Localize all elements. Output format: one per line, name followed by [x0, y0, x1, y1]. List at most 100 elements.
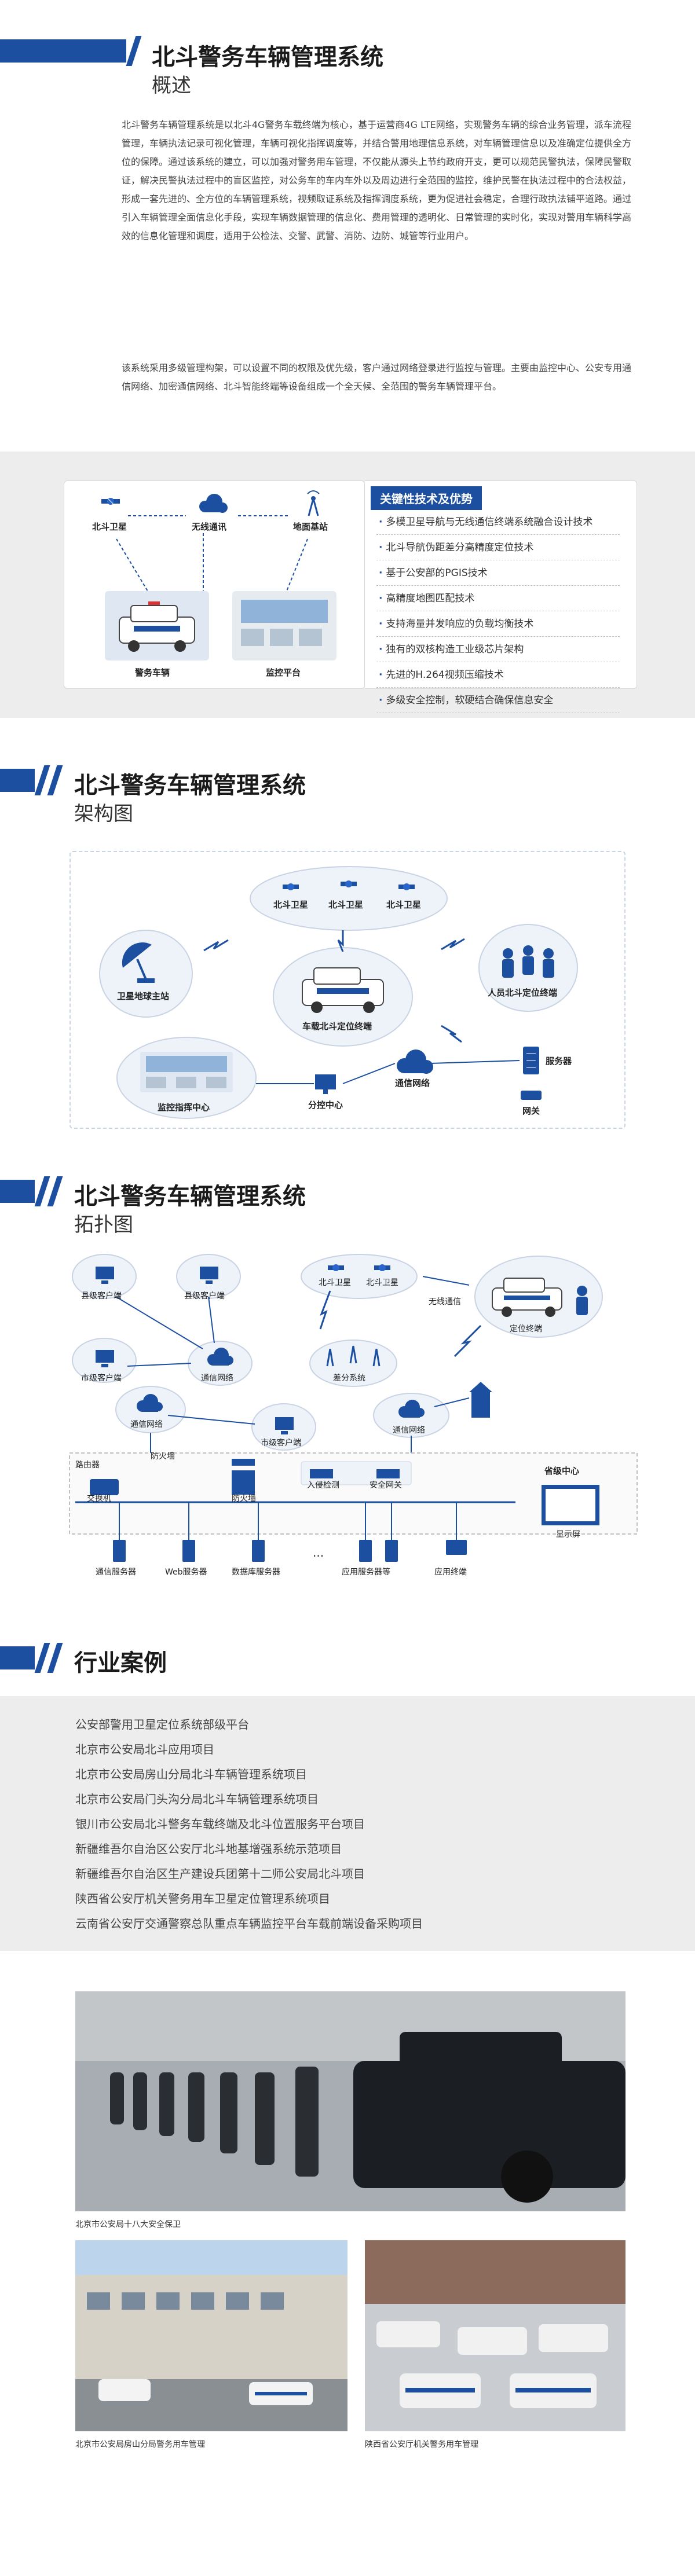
case-item: 北京市公安局门头沟分局北斗车辆管理系统项目 — [75, 1792, 319, 1806]
label-base-station: 地面基站 — [293, 522, 328, 532]
architecture-diagram-svg — [99, 866, 578, 1119]
satellite-icon — [328, 1264, 390, 1271]
police-personnel-icon — [576, 1286, 588, 1315]
overview-header: 北斗警务车辆管理系统 概述 — [0, 35, 695, 104]
police-vehicle-image — [492, 1278, 562, 1317]
case-item: 陕西省公安厅机关警务用车卫星定位管理系统项目 — [75, 1892, 330, 1906]
police-personnel-icon — [502, 945, 554, 978]
diff-tower-icons — [326, 1345, 381, 1367]
cases-header: 行业案例 — [0, 1638, 695, 1685]
label-sub-center: 分控中心 — [308, 1100, 343, 1110]
label-city-client-1: 市级客户端 — [81, 1374, 122, 1383]
label-wireless: 无线通讯 — [192, 522, 227, 532]
cases-list: 公安部警用卫星定位系统部级平台北京市公安局北斗应用项目北京市公安局房山分局北斗车… — [75, 1712, 423, 1936]
cloud-icon — [397, 1050, 433, 1074]
topology-diagram: 县级客户端 县级客户端 市级客户端 通信网络 通信网络 市级客户端 北斗卫星 北… — [64, 1250, 643, 1598]
topology-diagram-svg — [69, 1254, 638, 1562]
label-sat-1: 北斗卫星 — [273, 900, 309, 910]
police-vehicle-image — [105, 591, 209, 660]
label-vehicle: 警务车辆 — [135, 667, 170, 678]
key-technology-title: 关键性技术及优势 — [371, 486, 482, 510]
cloud-icon — [199, 494, 228, 513]
police-vehicle-image — [302, 967, 384, 1013]
overview-paragraph-1: 北斗警务车辆管理系统是以北斗4G警务车载终端为核心，基于运营商4G LTE网络，… — [122, 119, 632, 241]
label-sat-1: 北斗卫星 — [319, 1278, 351, 1287]
header-accent-bar — [0, 39, 126, 63]
label-sat-2: 北斗卫星 — [328, 900, 364, 910]
label-app-servers: 应用服务器等 — [342, 1568, 390, 1577]
case-item: 云南省公安厅交通警察总队重点车辆监控平台车载前端设备采购项目 — [75, 1917, 423, 1931]
label-gateway: 网关 — [522, 1106, 540, 1116]
satellite-icon — [101, 498, 120, 505]
gateway-icon — [521, 1091, 542, 1100]
system-overview-diagram: 北斗卫星 无线通讯 地面基站 警务车辆 监控平台 — [64, 480, 365, 689]
server-icon — [523, 1047, 539, 1074]
label-sat-2: 北斗卫星 — [366, 1278, 398, 1287]
case-item: 银川市公安局北斗警务车载终端及北斗位置服务平台项目 — [75, 1817, 365, 1831]
label-wireless: 无线通信 — [429, 1297, 461, 1307]
label-county-client-1: 县级客户端 — [81, 1291, 122, 1301]
sub-center-icon — [315, 1074, 336, 1094]
architecture-diagram: 北斗卫星 北斗卫星 北斗卫星 卫星地球主站 车载北斗定位终端 人员北斗定位终端 … — [70, 851, 626, 1129]
label-web-server: Web服务器 — [165, 1568, 207, 1577]
header-accent-slash — [47, 1643, 63, 1673]
label-locator: 定位终端 — [510, 1324, 542, 1334]
label-server: 服务器 — [546, 1056, 572, 1066]
label-sat-3: 北斗卫星 — [386, 900, 422, 910]
case-item: 北京市公安局房山分局北斗车辆管理系统项目 — [75, 1767, 307, 1781]
router-icon — [232, 1459, 255, 1466]
header-accent-bar — [0, 1180, 35, 1203]
command-center-image — [140, 1052, 233, 1092]
key-tech-item: 支持海量并发响应的负载均衡技术 — [376, 611, 620, 637]
header-accent-slash — [34, 1176, 50, 1206]
building-icon — [469, 1382, 492, 1418]
case-item: 公安部警用卫星定位系统部级平台 — [75, 1718, 249, 1731]
label-dots: ... — [313, 1546, 324, 1559]
key-tech-item: 先进的H.264视频压缩技术 — [376, 662, 620, 688]
header-accent-slash — [47, 765, 63, 795]
label-router: 路由器 — [75, 1461, 100, 1470]
architecture-header: 北斗警务车辆管理系统 架构图 — [0, 764, 695, 834]
section-title: 北斗警务车辆管理系统 — [74, 1183, 306, 1210]
header-accent-bar — [0, 769, 35, 792]
key-tech-item: 多级安全控制，软硬结合确保信息安全 — [376, 688, 620, 713]
label-vehicle-terminal: 车载北斗定位终端 — [302, 1021, 372, 1032]
label-firewall-1: 防火墙 — [151, 1452, 175, 1461]
satellite-icon — [283, 880, 415, 890]
label-firewall-2: 防火墙 — [232, 1494, 256, 1503]
key-tech-item: 多模卫星导航与无线通信终端系统融合设计技术 — [376, 509, 620, 535]
section-title: 北斗警务车辆管理系统 — [74, 772, 306, 799]
base-station-icon — [307, 490, 320, 516]
label-security-gateway: 安全网关 — [370, 1481, 402, 1490]
label-comm-net-3: 通信网络 — [393, 1426, 425, 1435]
label-personnel-terminal: 人员北斗定位终端 — [488, 988, 558, 998]
case-photo-3 — [365, 2240, 626, 2431]
section-subtitle: 概述 — [152, 74, 191, 97]
header-accent-slash — [34, 1643, 50, 1673]
case-item: 新疆维吾尔自治区生产建设兵团第十二师公安局北斗项目 — [75, 1867, 365, 1881]
firewall-icon — [232, 1470, 255, 1495]
key-tech-item: 高精度地图匹配技术 — [376, 586, 620, 611]
key-tech-item: 独有的双核构造工业级芯片架构 — [376, 637, 620, 662]
label-satellite: 北斗卫星 — [92, 522, 127, 532]
cases-list-band: 公安部警用卫星定位系统部级平台北京市公安局北斗应用项目北京市公安局房山分局北斗车… — [0, 1696, 695, 1951]
topology-header: 北斗警务车辆管理系统 拓扑图 — [0, 1175, 695, 1245]
section-subtitle: 架构图 — [74, 802, 133, 825]
label-comm-net-2: 通信网络 — [130, 1420, 163, 1429]
case-photo-1-caption: 北京市公安局十八大安全保卫 — [75, 2220, 181, 2229]
case-photo-2-caption: 北京市公安局房山分局警务用车管理 — [75, 2440, 205, 2449]
security-gateway-icon — [376, 1469, 400, 1478]
label-db-server: 数据库服务器 — [232, 1568, 280, 1577]
label-city-client-2: 市级客户端 — [261, 1439, 301, 1448]
overview-paragraph-2: 该系统采用多级管理构架，可以设置不同的权限及优先级，客户通过网络登录进行监控与管… — [122, 362, 632, 392]
case-item: 北京市公安局北斗应用项目 — [75, 1742, 214, 1756]
label-display: 显示屏 — [556, 1530, 580, 1539]
label-diff-system: 差分系统 — [333, 1374, 365, 1383]
label-ground-station: 卫星地球主站 — [117, 991, 170, 1001]
label-county-client-2: 县级客户端 — [184, 1291, 225, 1301]
label-comm-server: 通信服务器 — [96, 1568, 136, 1577]
section-subtitle: 拓扑图 — [74, 1213, 133, 1236]
label-network: 通信网络 — [395, 1078, 430, 1088]
ids-icon — [310, 1469, 333, 1478]
label-ids: 入侵检测 — [307, 1481, 339, 1490]
